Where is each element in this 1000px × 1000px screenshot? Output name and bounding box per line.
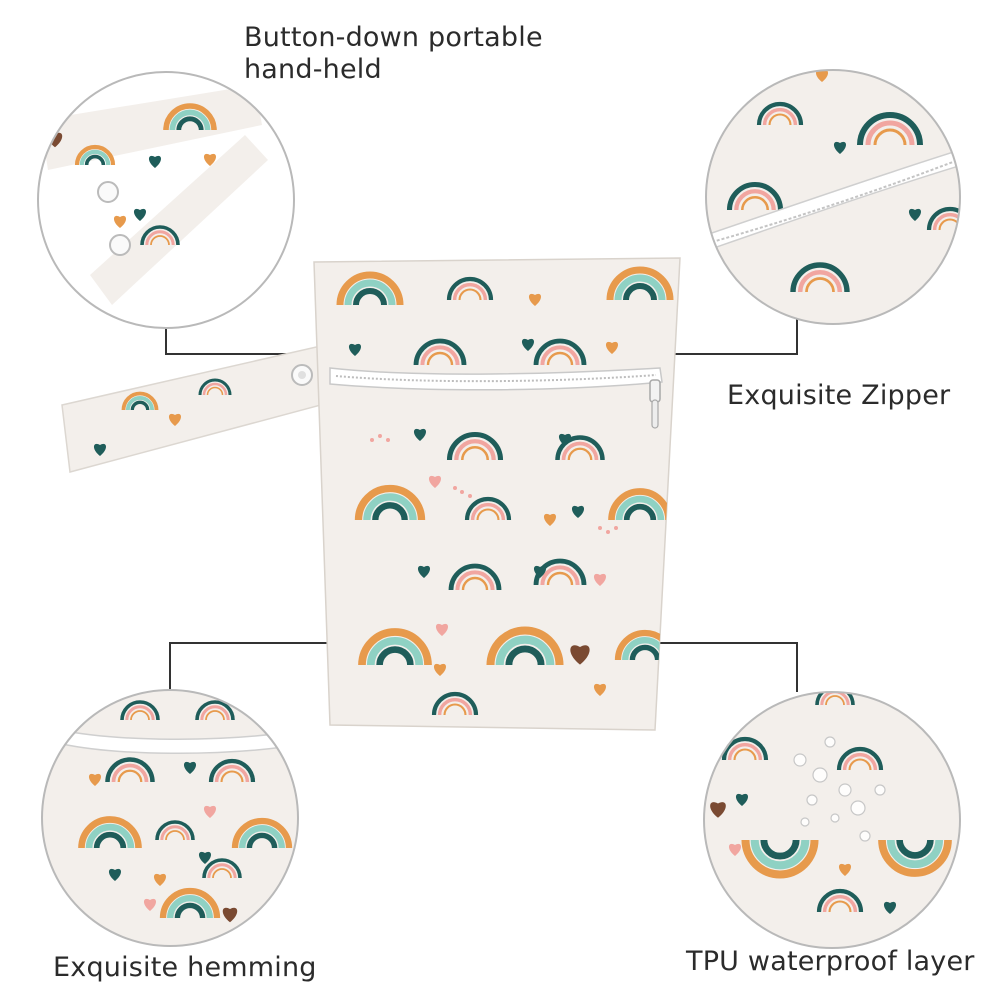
bag-handle-strap [61,344,333,473]
callout-lines [165,314,798,692]
caption-handle: Button-down portable hand-held [244,22,543,86]
snap-button-strap-icon [37,71,295,329]
caption-waterproof: TPU waterproof layer [686,946,975,977]
hem-closeup-icon [41,689,299,947]
caption-handle-line2: hand-held [244,54,382,85]
wet-bag-main [313,257,681,731]
caption-handle-line1: Button-down portable [244,22,543,53]
zipper-closeup-icon [705,69,961,325]
caption-hemming: Exquisite hemming [53,952,317,983]
caption-zipper: Exquisite Zipper [727,380,951,411]
water-droplets-icon [703,691,961,949]
